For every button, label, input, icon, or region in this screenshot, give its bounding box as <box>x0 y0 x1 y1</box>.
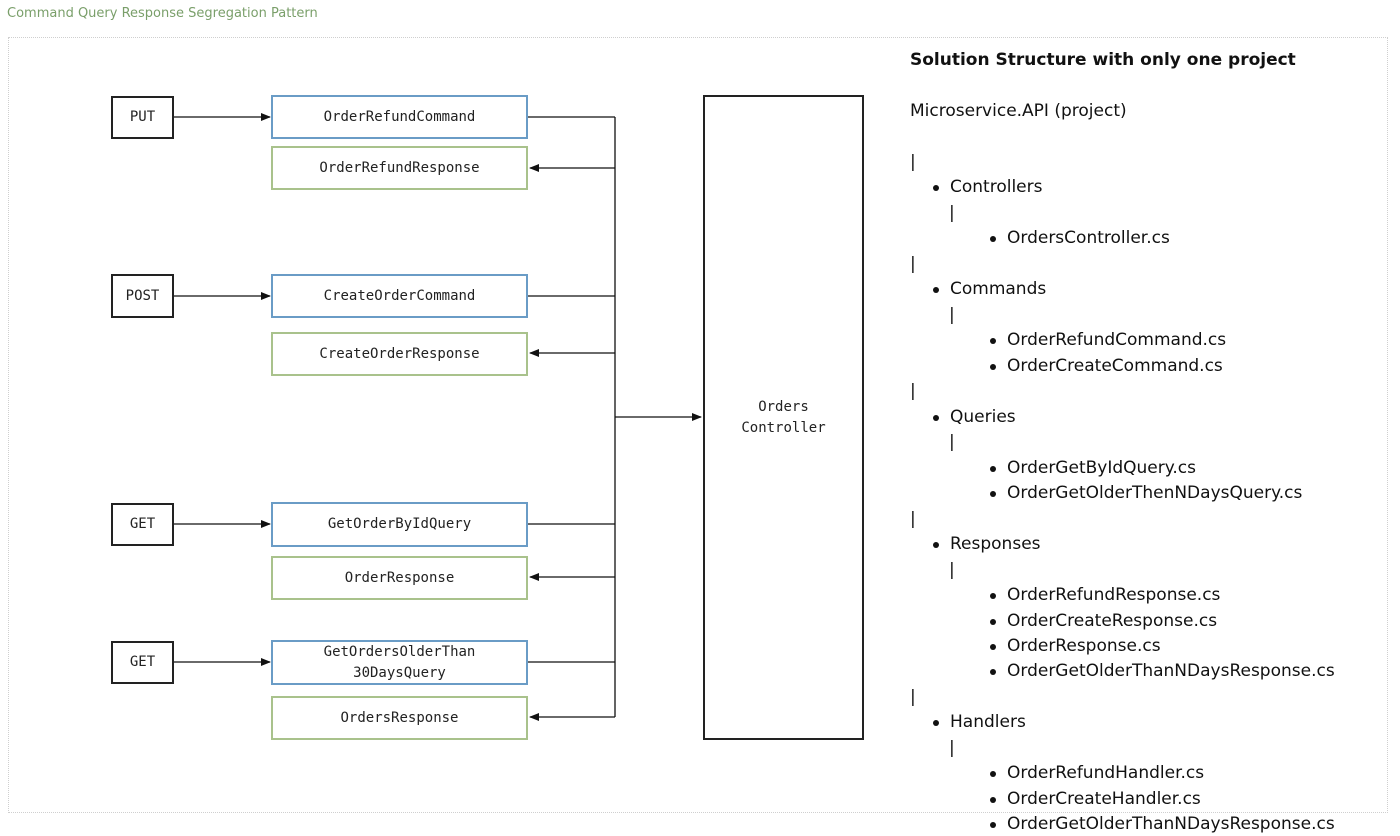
folder-queries: Queries <box>933 407 1016 427</box>
file-item: OrderGetOlderThenNDaysQuery.cs <box>989 483 1303 503</box>
file-item: OrderCreateHandler.cs <box>990 789 1201 809</box>
folder-handlers: Handlers <box>933 712 1026 732</box>
separator: | <box>910 509 916 529</box>
solution-structure: Solution Structure with only one project… <box>910 48 1380 834</box>
separator: | <box>949 305 955 325</box>
response-box: OrderRefundResponse <box>271 146 528 190</box>
file-item: OrderCreateCommand.cs <box>990 356 1223 376</box>
separator: | <box>910 254 916 274</box>
separator: | <box>910 687 916 707</box>
orders-controller-box: Orders Controller <box>703 95 864 740</box>
separator: | <box>910 381 916 401</box>
file-item: OrderRefundHandler.cs <box>989 763 1205 783</box>
folder-responses: Responses <box>933 534 1041 554</box>
diagram-frame <box>8 37 1388 813</box>
query-box: GetOrdersOlderThan 30DaysQuery <box>271 640 528 685</box>
folder-commands: Commands <box>932 279 1047 299</box>
file-item: OrderRefundResponse.cs <box>989 585 1221 605</box>
structure-heading: Solution Structure with only one project <box>910 50 1296 70</box>
file-item: OrderRefundCommand.cs <box>989 330 1227 350</box>
file-item: OrdersController.cs <box>990 228 1170 248</box>
separator: | <box>949 203 955 223</box>
command-box: OrderRefundCommand <box>271 95 528 139</box>
command-box: CreateOrderCommand <box>271 274 528 318</box>
http-verb-post: POST <box>111 274 174 318</box>
http-verb-put: PUT <box>111 96 174 139</box>
file-item: OrderGetOlderThanNDaysResponse.cs <box>990 661 1335 681</box>
file-item: OrderGetOlderThanNDaysResponse.cs <box>990 814 1335 834</box>
response-box: OrdersResponse <box>271 696 528 740</box>
folder-controllers: Controllers <box>932 177 1043 197</box>
query-box: GetOrderByIdQuery <box>271 502 528 547</box>
page-title: Command Query Response Segregation Patte… <box>7 6 318 21</box>
file-item: OrderGetByIdQuery.cs <box>990 458 1196 478</box>
response-box: OrderResponse <box>271 556 528 600</box>
file-item: OrderCreateResponse.cs <box>989 611 1218 631</box>
separator: | <box>910 152 916 172</box>
response-box: CreateOrderResponse <box>271 332 528 376</box>
file-item: OrderResponse.cs <box>990 636 1161 656</box>
project-name: Microservice.API (project) <box>910 101 1127 121</box>
separator: | <box>949 560 955 580</box>
separator: | <box>949 738 955 758</box>
http-verb-get: GET <box>111 503 174 546</box>
http-verb-get: GET <box>111 641 174 684</box>
separator: | <box>949 432 955 452</box>
